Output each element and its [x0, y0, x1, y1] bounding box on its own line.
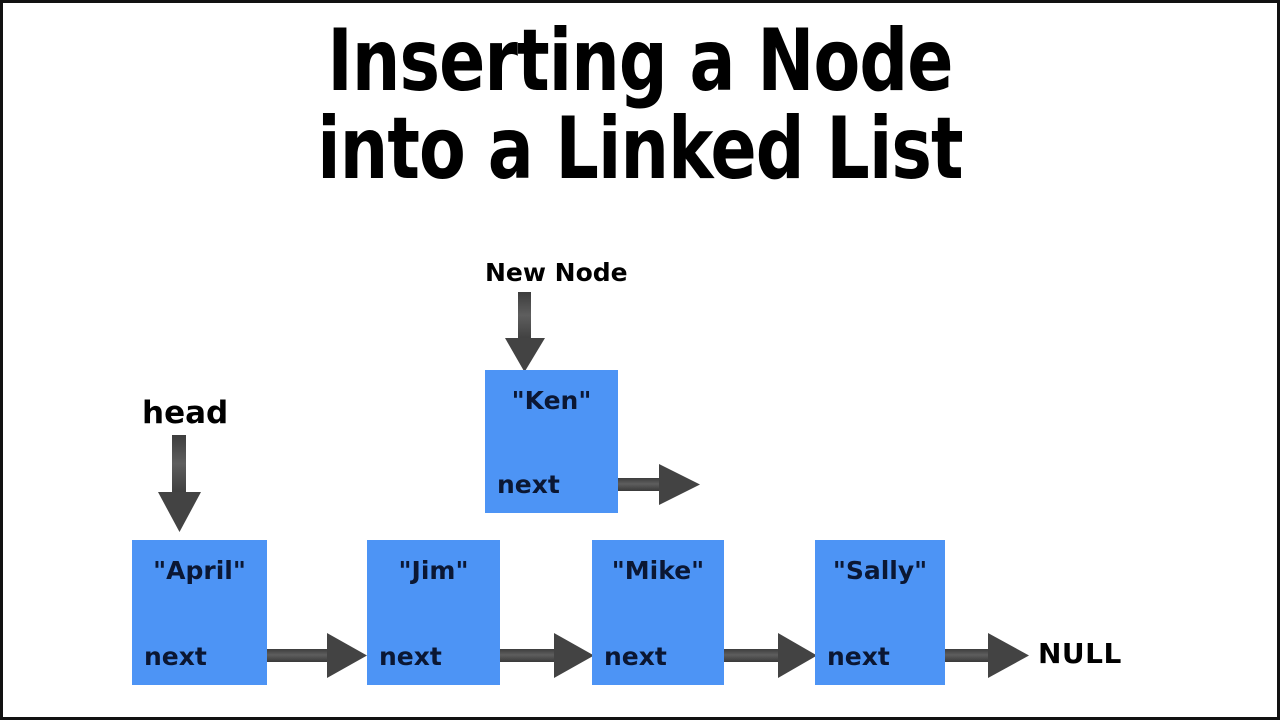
node-next-field: next: [497, 470, 560, 499]
node-next-field: next: [827, 642, 890, 671]
node-sally[interactable]: "Sally" next: [815, 540, 945, 685]
node-next-field: next: [144, 642, 207, 671]
head-pointer-label: head: [142, 395, 229, 431]
node-new-ken[interactable]: "Ken" next: [485, 370, 618, 513]
node-value: "Jim": [398, 556, 469, 585]
canvas-left-border: [0, 0, 3, 720]
new-node-label: New Node: [485, 258, 628, 287]
node-next-field: next: [604, 642, 667, 671]
title-line-2: into a Linked List: [317, 98, 963, 199]
node-mike[interactable]: "Mike" next: [592, 540, 724, 685]
canvas-bottom-border: [0, 717, 1280, 720]
node-value: "April": [153, 556, 246, 585]
canvas-top-border: [0, 0, 1280, 3]
node-april[interactable]: "April" next: [132, 540, 267, 685]
node-value: "Ken": [511, 386, 592, 415]
new-node-arrow-icon: [505, 292, 545, 372]
null-terminator-label: NULL: [1038, 637, 1122, 670]
page-title: Inserting a Node into a Linked List: [77, 11, 1203, 199]
title-line-1: Inserting a Node: [327, 11, 953, 111]
canvas-right-border: [1277, 0, 1280, 720]
node-value: "Mike": [611, 556, 705, 585]
head-arrow-icon: [158, 435, 201, 532]
node-next-field: next: [379, 642, 442, 671]
node-jim[interactable]: "Jim" next: [367, 540, 500, 685]
node-value: "Sally": [832, 556, 928, 585]
